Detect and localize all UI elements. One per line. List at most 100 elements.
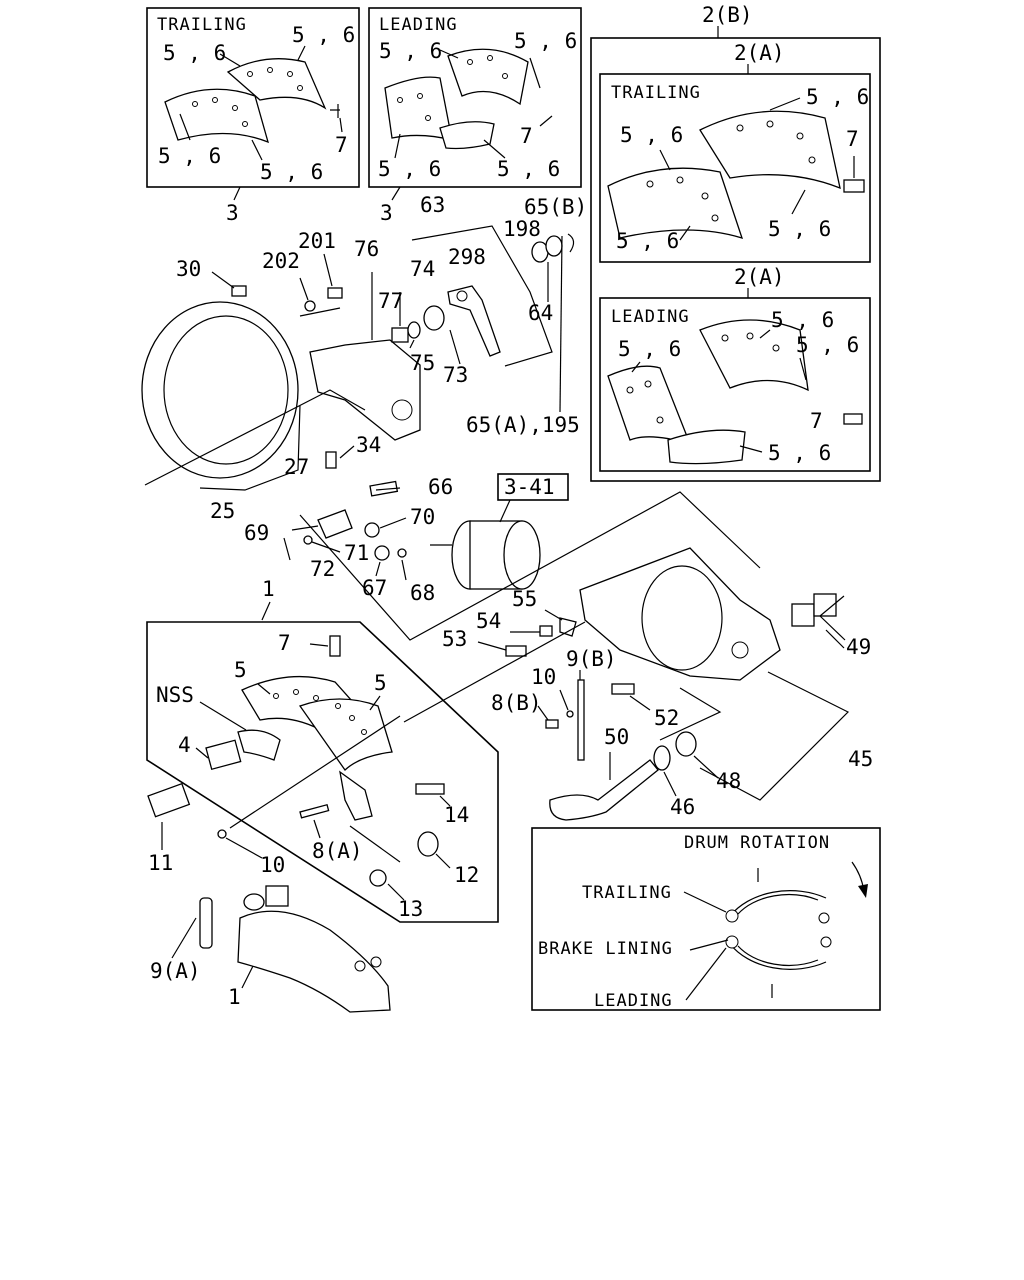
lining-holes xyxy=(397,55,508,121)
callout: 9(B) xyxy=(566,647,617,671)
main-assembly: 30 201 202 76 77 63 298 198 65(B) 74 64 … xyxy=(141,193,873,1009)
washer-icon xyxy=(304,300,316,312)
lining-holes xyxy=(273,689,367,735)
ref-label: 2(A) xyxy=(734,41,785,65)
washer-icon xyxy=(303,535,313,545)
callout: 66 xyxy=(428,475,453,499)
brake-shoe-icon xyxy=(439,121,495,150)
callout: 5 , 6 xyxy=(158,144,221,168)
label-leading: LEADING xyxy=(594,991,673,1011)
brake-chamber-icon xyxy=(430,520,541,590)
callout: 72 xyxy=(310,557,335,581)
bushing-icon xyxy=(417,831,439,857)
label-trailing: TRAILING xyxy=(582,883,672,903)
callout: 77 xyxy=(378,289,403,313)
callout: 5 , 6 xyxy=(616,229,679,253)
panel-right-group: 2(B) 2(A) TRAILING 5 , 6 5 , 6 5 , 6 5 ,… xyxy=(590,3,881,482)
bolt-icon xyxy=(327,287,343,299)
brake-shoe-icon xyxy=(339,770,373,821)
panel-top-leading: LEADING 5 , 6 5 , 6 5 , 6 5 , 6 7 3 xyxy=(368,7,582,225)
brake-lining-icon xyxy=(699,110,841,190)
callout: 14 xyxy=(444,803,469,827)
brake-lining-icon xyxy=(607,365,692,446)
callout: 5 , 6 xyxy=(378,157,441,181)
callout: 298 xyxy=(448,245,486,269)
callout: 198 xyxy=(503,217,541,241)
brake-shoe-icon xyxy=(237,729,281,761)
ring-icon xyxy=(217,829,227,839)
grease-fitting-icon xyxy=(325,451,337,469)
pin-icon xyxy=(545,719,559,729)
callout: 7 xyxy=(278,631,291,655)
callout: 55 xyxy=(512,587,537,611)
callout: 48 xyxy=(716,769,741,793)
callout: 5 , 6 xyxy=(806,85,869,109)
ring-icon xyxy=(407,321,421,339)
callout: 27 xyxy=(284,455,309,479)
clevis-icon xyxy=(317,509,353,539)
callout: 65(B) xyxy=(524,195,587,219)
callout: 74 xyxy=(410,257,435,281)
washer-icon xyxy=(545,235,563,257)
ref-label: 3 xyxy=(380,201,393,225)
washer-icon xyxy=(653,745,671,771)
lining-holes xyxy=(626,332,780,424)
callout: 8(B) xyxy=(491,691,542,715)
pin-icon xyxy=(566,710,574,718)
callout: 75 xyxy=(410,351,435,375)
panel-title: TRAILING xyxy=(611,83,701,103)
callout: 7 xyxy=(846,127,859,151)
brake-lining-icon xyxy=(164,88,269,144)
callout: 65(A),195 xyxy=(466,413,580,437)
pin-icon xyxy=(205,739,242,771)
callout: 7 xyxy=(335,133,348,157)
callout: 52 xyxy=(654,706,679,730)
bushing-icon xyxy=(813,593,837,617)
plate-icon xyxy=(559,617,577,637)
brake-lining-icon xyxy=(607,167,744,239)
callout: 30 xyxy=(176,257,201,281)
washer-icon xyxy=(539,625,553,637)
panel-title: LEADING xyxy=(379,15,458,35)
callout: 5 , 6 xyxy=(771,308,834,332)
seal-icon xyxy=(675,731,697,757)
slack-adjuster-icon xyxy=(447,285,501,357)
callout: 67 xyxy=(362,576,387,600)
callout: 71 xyxy=(344,541,369,565)
callout: 5 , 6 xyxy=(497,157,560,181)
callout: 5 , 6 xyxy=(620,123,683,147)
callout: 5 , 6 xyxy=(768,217,831,241)
washer-icon xyxy=(397,548,407,558)
callout: 50 xyxy=(604,725,629,749)
bolt-icon xyxy=(611,683,635,695)
brake-shoe-icon xyxy=(237,910,391,1013)
callout: 68 xyxy=(410,581,435,605)
bolt-icon xyxy=(843,179,865,193)
bolt-icon xyxy=(505,645,527,657)
callout: 10 xyxy=(531,665,556,689)
pin-icon xyxy=(415,783,445,795)
callout: NSS xyxy=(156,683,194,707)
backing-plate-icon xyxy=(141,301,299,479)
lining-holes xyxy=(192,67,303,127)
nut-icon xyxy=(374,545,390,561)
callout: 11 xyxy=(148,851,173,875)
callout: 70 xyxy=(410,505,435,529)
callout: 25 xyxy=(210,499,235,523)
callout: 5 xyxy=(234,658,247,682)
bushing-icon xyxy=(791,603,815,627)
callout: 7 xyxy=(520,124,533,148)
callout: 5 , 6 xyxy=(514,29,577,53)
callout: 13 xyxy=(398,897,423,921)
callout: 8(A) xyxy=(312,839,363,863)
callout: 5 xyxy=(374,671,387,695)
callout: 64 xyxy=(528,301,553,325)
callout: 5 , 6 xyxy=(163,41,226,65)
callout: 5 , 6 xyxy=(796,333,859,357)
bolt-icon xyxy=(843,413,863,425)
anchor-bracket-icon xyxy=(309,339,421,441)
callout: 46 xyxy=(670,795,695,819)
rotation-arrow-head-icon xyxy=(858,884,868,898)
callout: 4 xyxy=(178,733,191,757)
